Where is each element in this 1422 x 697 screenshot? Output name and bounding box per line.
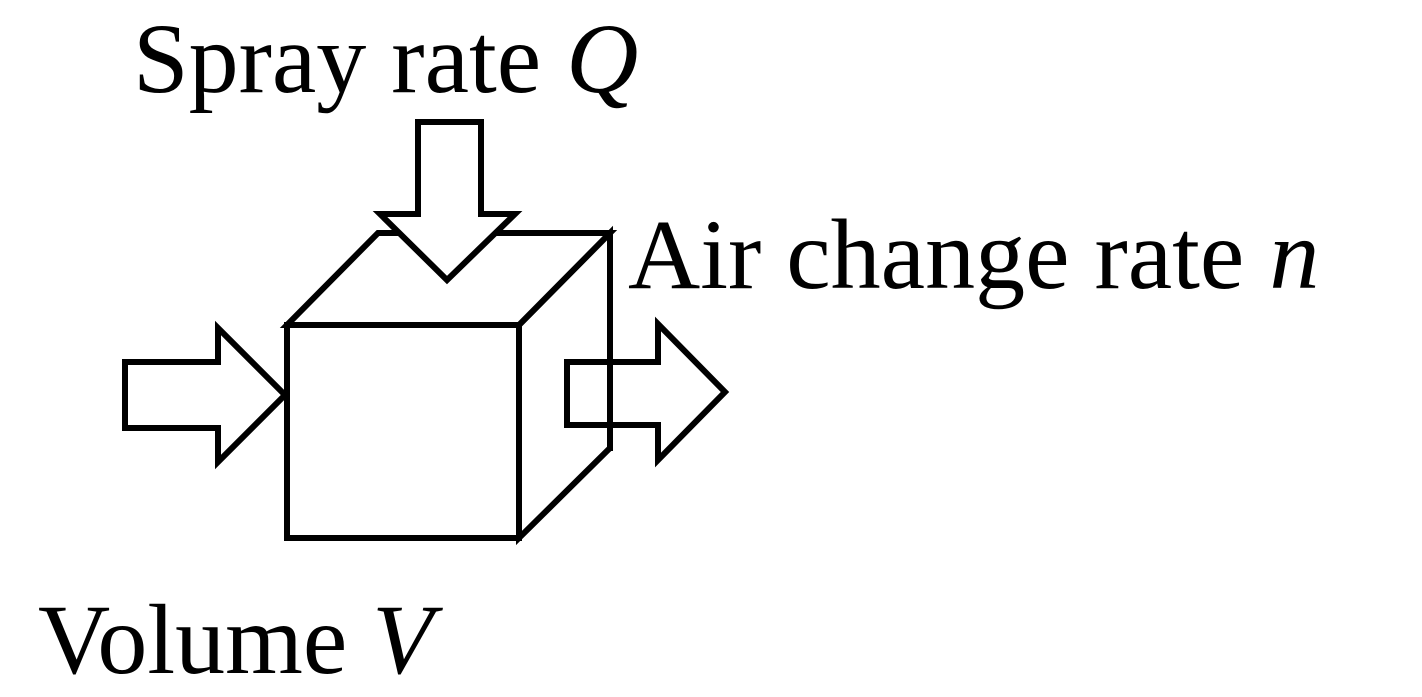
outlet-air-arrow xyxy=(564,316,730,468)
volume-label: Volume V xyxy=(38,584,443,695)
inlet-air-arrow xyxy=(122,320,290,470)
air-change-rate-label: Air change rate n xyxy=(628,199,1319,310)
spray-arrow xyxy=(372,119,523,285)
spray-rate-label: Spray rate Q xyxy=(133,3,638,114)
cube-front-face xyxy=(284,322,522,541)
